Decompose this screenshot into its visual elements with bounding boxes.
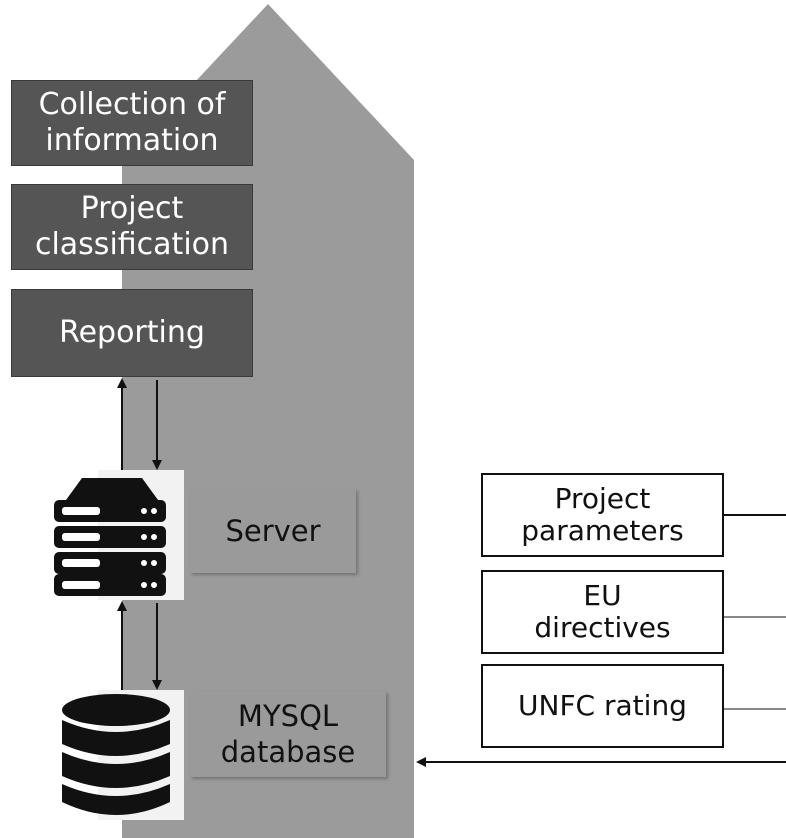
collection-of-information-box: Collection of information (11, 80, 253, 166)
database-icon (62, 694, 170, 815)
project-classification-box: Project classification (11, 184, 253, 270)
eu-directives-box: EU directives (481, 570, 724, 654)
reporting-box: Reporting (11, 289, 253, 377)
unfc-rating-box: UNFC rating (481, 664, 724, 748)
server-label: Server (190, 489, 356, 573)
mysql-database-label: MYSQL database (190, 691, 386, 777)
server-icon (54, 478, 166, 596)
project-parameters-box: Project parameters (481, 473, 724, 557)
